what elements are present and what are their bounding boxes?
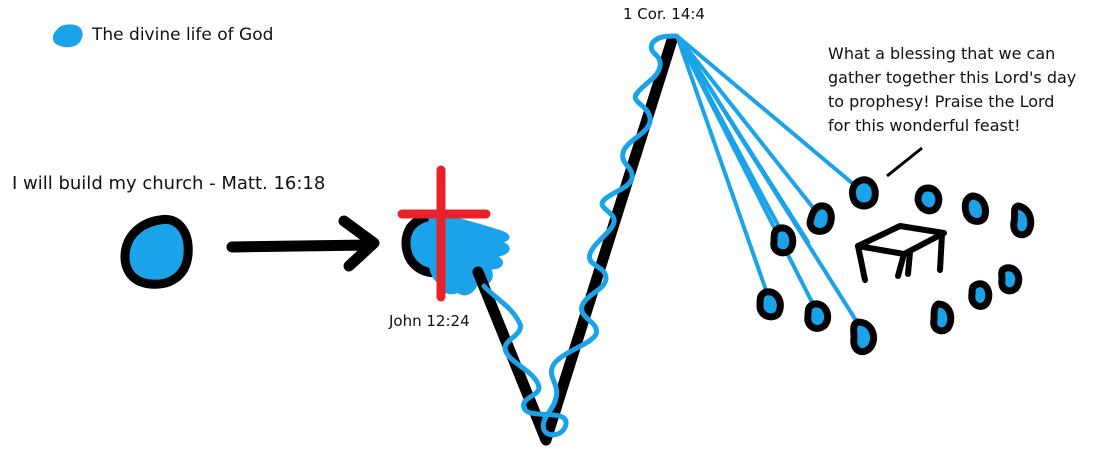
speech-pointer [886,146,923,178]
legend-label: The divine life of God [92,25,274,45]
life-rays [675,34,864,332]
saint [770,224,797,257]
arrow [226,215,380,272]
saint [804,300,832,332]
saints [756,176,1035,356]
saint [1010,202,1035,239]
legend-swatch [52,24,83,48]
table-icon [855,223,947,283]
saint [756,288,784,321]
speech-quote: What a blessing that we can gather toget… [828,42,1093,138]
saint [850,318,877,356]
released-life [428,212,510,296]
quote-line: gather together this Lord's day [828,68,1077,87]
saint [961,192,989,225]
saint [848,176,879,210]
saint [914,184,943,215]
seed-grain [120,214,193,289]
quote-line: to prophesy! Praise the Lord [828,92,1055,111]
quote-line: What a blessing that we can [828,44,1056,63]
cross-icon [397,165,491,302]
saint [930,300,955,335]
life-spiral [481,33,679,438]
saint [968,280,993,310]
saint [806,202,835,235]
john-reference-label: John 12:24 [389,312,470,330]
build-church-label: I will build my church - Matt. 16:18 [12,173,326,194]
corinthians-reference-label: 1 Cor. 14:4 [623,5,705,23]
saint [998,264,1023,295]
quote-line: for this wonderful feast! [828,116,1021,135]
